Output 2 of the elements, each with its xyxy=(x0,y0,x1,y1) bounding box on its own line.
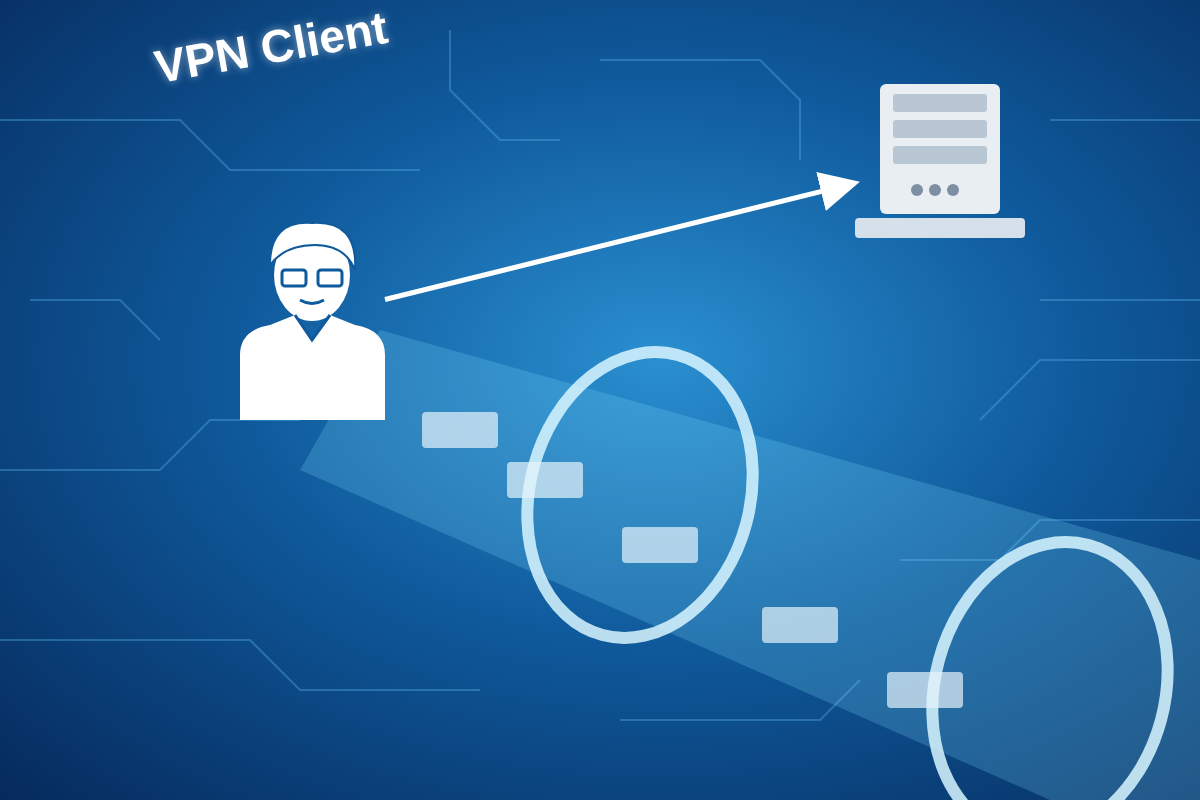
heading-label: VPN Client xyxy=(150,0,392,94)
arrow xyxy=(384,172,860,302)
